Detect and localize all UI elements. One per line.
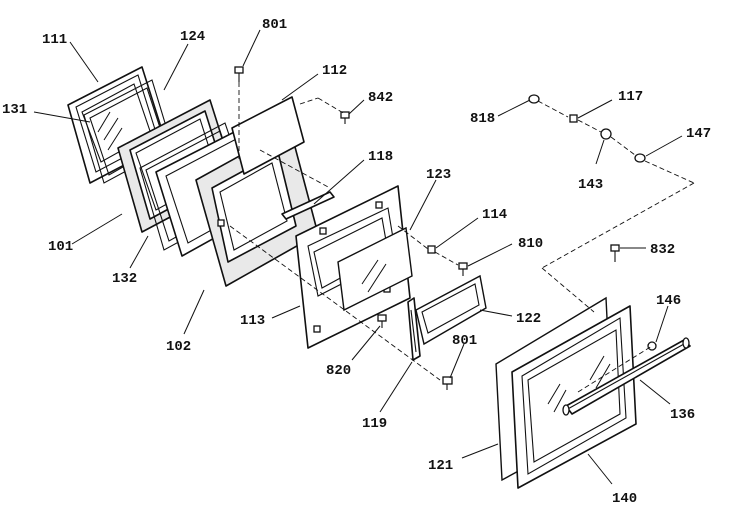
callout-labels: 111 124 801 112 842 131 118 123 114 810 …	[2, 17, 711, 507]
part-123-window-glass	[337, 226, 413, 312]
assembly-lines	[229, 82, 695, 393]
callout-118: 118	[368, 149, 393, 165]
part-136-handle	[562, 337, 691, 416]
callout-832: 832	[650, 242, 675, 258]
screw-832	[610, 244, 620, 262]
callout-801-bottom: 801	[452, 333, 477, 349]
callout-136: 136	[670, 407, 695, 423]
callout-124: 124	[180, 29, 205, 45]
callout-121: 121	[428, 458, 453, 474]
screw-801-bottom	[442, 376, 453, 390]
callout-146: 146	[656, 293, 681, 309]
callout-101: 101	[48, 239, 73, 255]
hardware-parts	[234, 66, 657, 390]
part-143	[600, 128, 612, 140]
part-112-back-panel	[231, 96, 305, 175]
leader-lines	[33, 29, 683, 485]
part-147	[634, 153, 646, 163]
callout-842: 842	[368, 90, 393, 106]
callout-123: 123	[426, 167, 451, 183]
callout-122: 122	[516, 311, 541, 327]
callout-119: 119	[362, 416, 387, 432]
callout-111: 111	[42, 32, 67, 48]
callout-801-top: 801	[262, 17, 287, 33]
callout-143: 143	[578, 177, 603, 193]
callout-114: 114	[482, 207, 507, 223]
callout-113: 113	[240, 313, 265, 329]
callout-140: 140	[612, 491, 637, 507]
callout-820: 820	[326, 363, 351, 379]
part-117	[569, 114, 578, 123]
callout-132: 132	[112, 271, 137, 287]
part-146	[647, 341, 657, 351]
screw-842	[340, 111, 350, 124]
part-818	[528, 94, 540, 104]
part-118-rod	[281, 191, 335, 220]
callout-810: 810	[518, 236, 543, 252]
callout-112: 112	[322, 63, 347, 79]
callout-117: 117	[618, 89, 643, 105]
callout-102: 102	[166, 339, 191, 355]
callout-131: 131	[2, 102, 27, 118]
screw-820	[377, 314, 387, 328]
part-122-glass-pane	[415, 274, 487, 346]
screw-801-top	[234, 66, 244, 82]
part-114	[427, 245, 436, 254]
callout-818: 818	[470, 111, 495, 127]
screw-810	[458, 262, 468, 276]
callout-147: 147	[686, 126, 711, 142]
part-140-outer-frame	[511, 305, 637, 489]
part-119-hinge-strip	[407, 297, 421, 361]
